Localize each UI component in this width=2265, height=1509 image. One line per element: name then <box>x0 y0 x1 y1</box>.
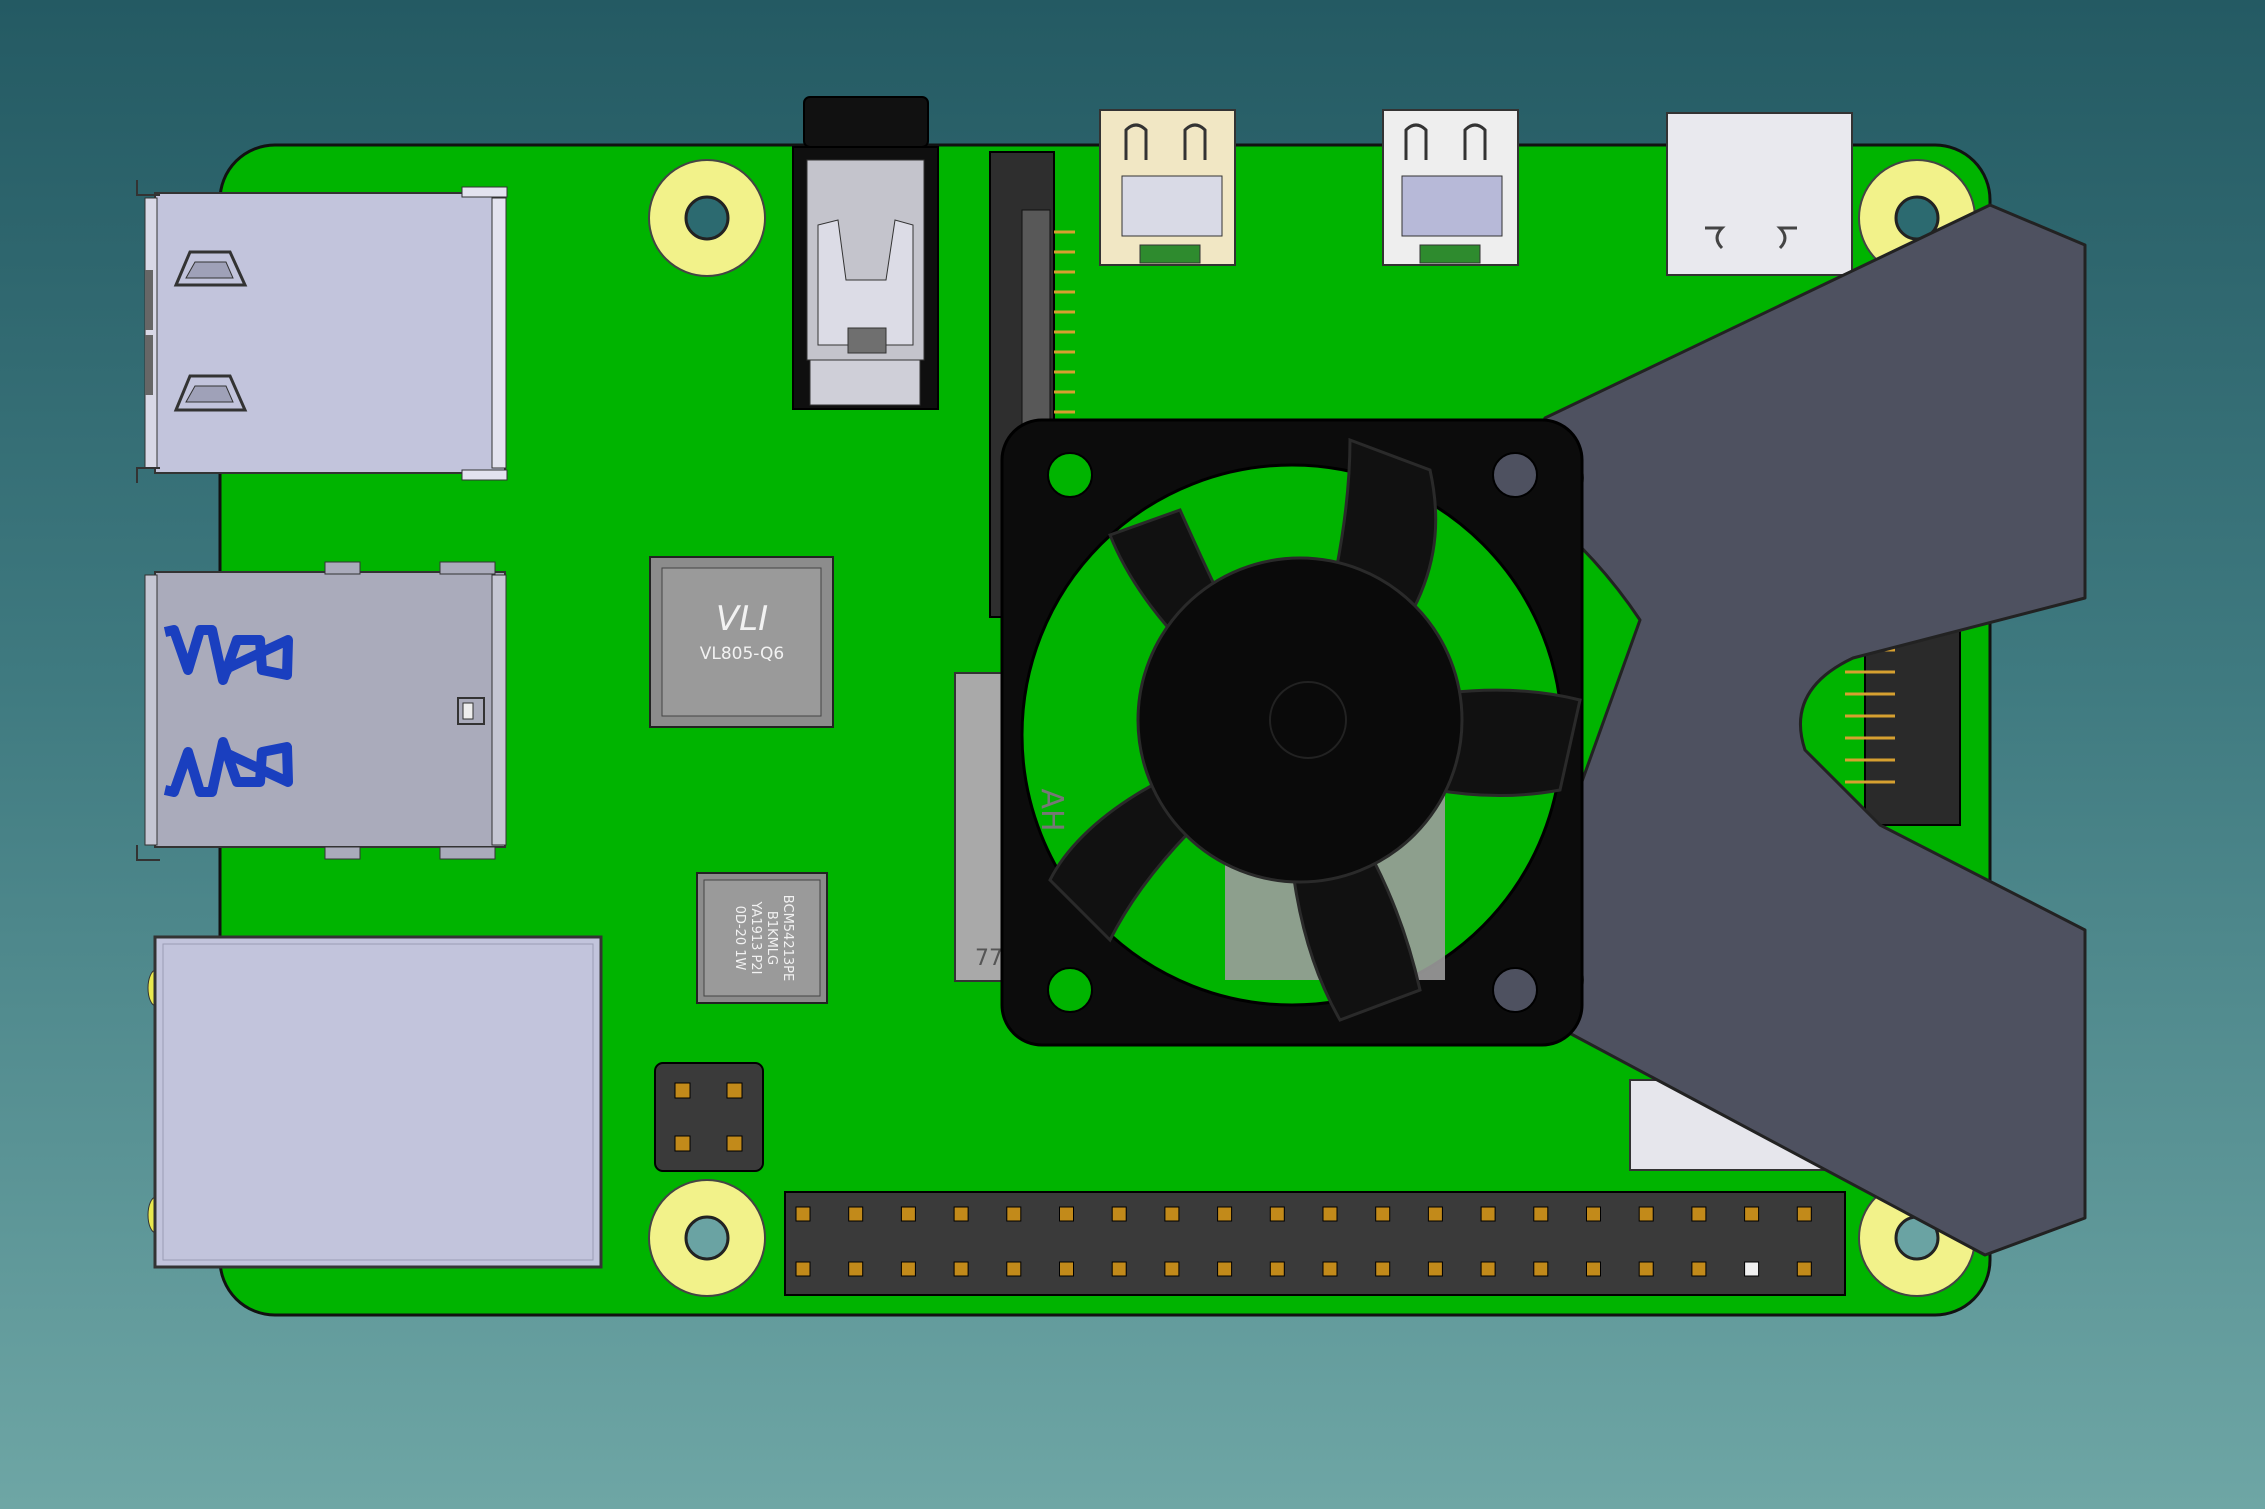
usb-c-power-port <box>1666 112 1853 276</box>
gpio-pin <box>1691 1206 1707 1222</box>
gpio-pin <box>848 1206 864 1222</box>
gpio-pin <box>1322 1261 1338 1277</box>
phy-line1: BCM54213PE <box>780 895 795 981</box>
gpio-pin <box>848 1261 864 1277</box>
fan-mount-hole <box>1492 452 1538 498</box>
gpio-pin <box>953 1206 969 1222</box>
gpio-pin <box>1217 1261 1233 1277</box>
gpio-pin <box>1269 1206 1285 1222</box>
gpio-pin <box>1269 1261 1285 1277</box>
gpio-pin <box>1586 1206 1601 1222</box>
gpio-pin <box>1533 1206 1549 1222</box>
fan-mount-hole <box>1492 967 1538 1013</box>
usb2-port <box>136 180 508 483</box>
usb-controller-chip: VLI VL805-Q6 <box>649 556 834 728</box>
fan-mount-hole <box>1047 967 1093 1013</box>
gpio-pin <box>1375 1206 1391 1222</box>
ram-marking-bottom: 77 <box>975 946 1003 971</box>
usb3-port <box>136 561 507 861</box>
mount-hole-bottom-left <box>648 1179 766 1297</box>
gpio-pin <box>1638 1261 1654 1277</box>
gpio-pin <box>1164 1261 1180 1277</box>
phy-line4: 0D-20 1W <box>732 906 747 971</box>
gpio-pin <box>1059 1206 1074 1222</box>
gpio-pin <box>1006 1206 1022 1222</box>
gpio-pin <box>1480 1261 1496 1277</box>
gpio-pin <box>1164 1206 1180 1222</box>
gpio-pin <box>1691 1261 1707 1277</box>
gpio-pin <box>1427 1261 1443 1277</box>
phy-line2: B1KMLG <box>764 911 779 965</box>
gpio-pin <box>1427 1206 1443 1222</box>
gpio-pin <box>795 1261 811 1277</box>
gpio-pin <box>900 1261 916 1277</box>
gpio-pin <box>1480 1206 1496 1222</box>
gpio-pin <box>1059 1261 1074 1277</box>
micro-hdmi-port-1 <box>1382 109 1519 266</box>
gpio-pin <box>1322 1206 1338 1222</box>
usb-controller-logo: VLI <box>716 599 768 639</box>
gpio-pin <box>1006 1261 1022 1277</box>
cooling-fan: AH <box>1000 418 1584 1047</box>
poe-header <box>654 1062 764 1172</box>
ethernet-phy-chip: BCM54213PE B1KMLG YA1913 P2I 0D-20 1W <box>696 872 828 1004</box>
audio-jack <box>792 96 939 410</box>
gpio-pin <box>1744 1206 1760 1222</box>
usb-controller-part: VL805-Q6 <box>700 644 785 664</box>
gpio-pin <box>1796 1261 1812 1277</box>
ram-marking-top: AH <box>1034 788 1069 831</box>
gpio-pin <box>1796 1206 1812 1222</box>
gpio-pin <box>795 1206 811 1222</box>
gpio-pin <box>1638 1206 1654 1222</box>
micro-hdmi-port-0 <box>1099 109 1236 266</box>
mount-hole-top-left <box>648 159 766 277</box>
gpio-pin <box>953 1261 969 1277</box>
gpio-pin <box>1586 1261 1601 1277</box>
gpio-pin <box>1111 1206 1127 1222</box>
gpio-pin <box>1111 1261 1127 1277</box>
gpio-pin <box>1375 1261 1391 1277</box>
gpio-header <box>784 1191 1846 1296</box>
gpio-pin <box>900 1206 916 1222</box>
ethernet-port <box>153 935 603 1269</box>
gpio-pin <box>1217 1206 1233 1222</box>
fan-hub <box>1136 556 1464 884</box>
gpio-pin <box>1533 1261 1549 1277</box>
gpio-pin <box>1744 1261 1760 1277</box>
fan-mount-hole <box>1047 452 1093 498</box>
phy-line3: YA1913 P2I <box>748 901 763 975</box>
